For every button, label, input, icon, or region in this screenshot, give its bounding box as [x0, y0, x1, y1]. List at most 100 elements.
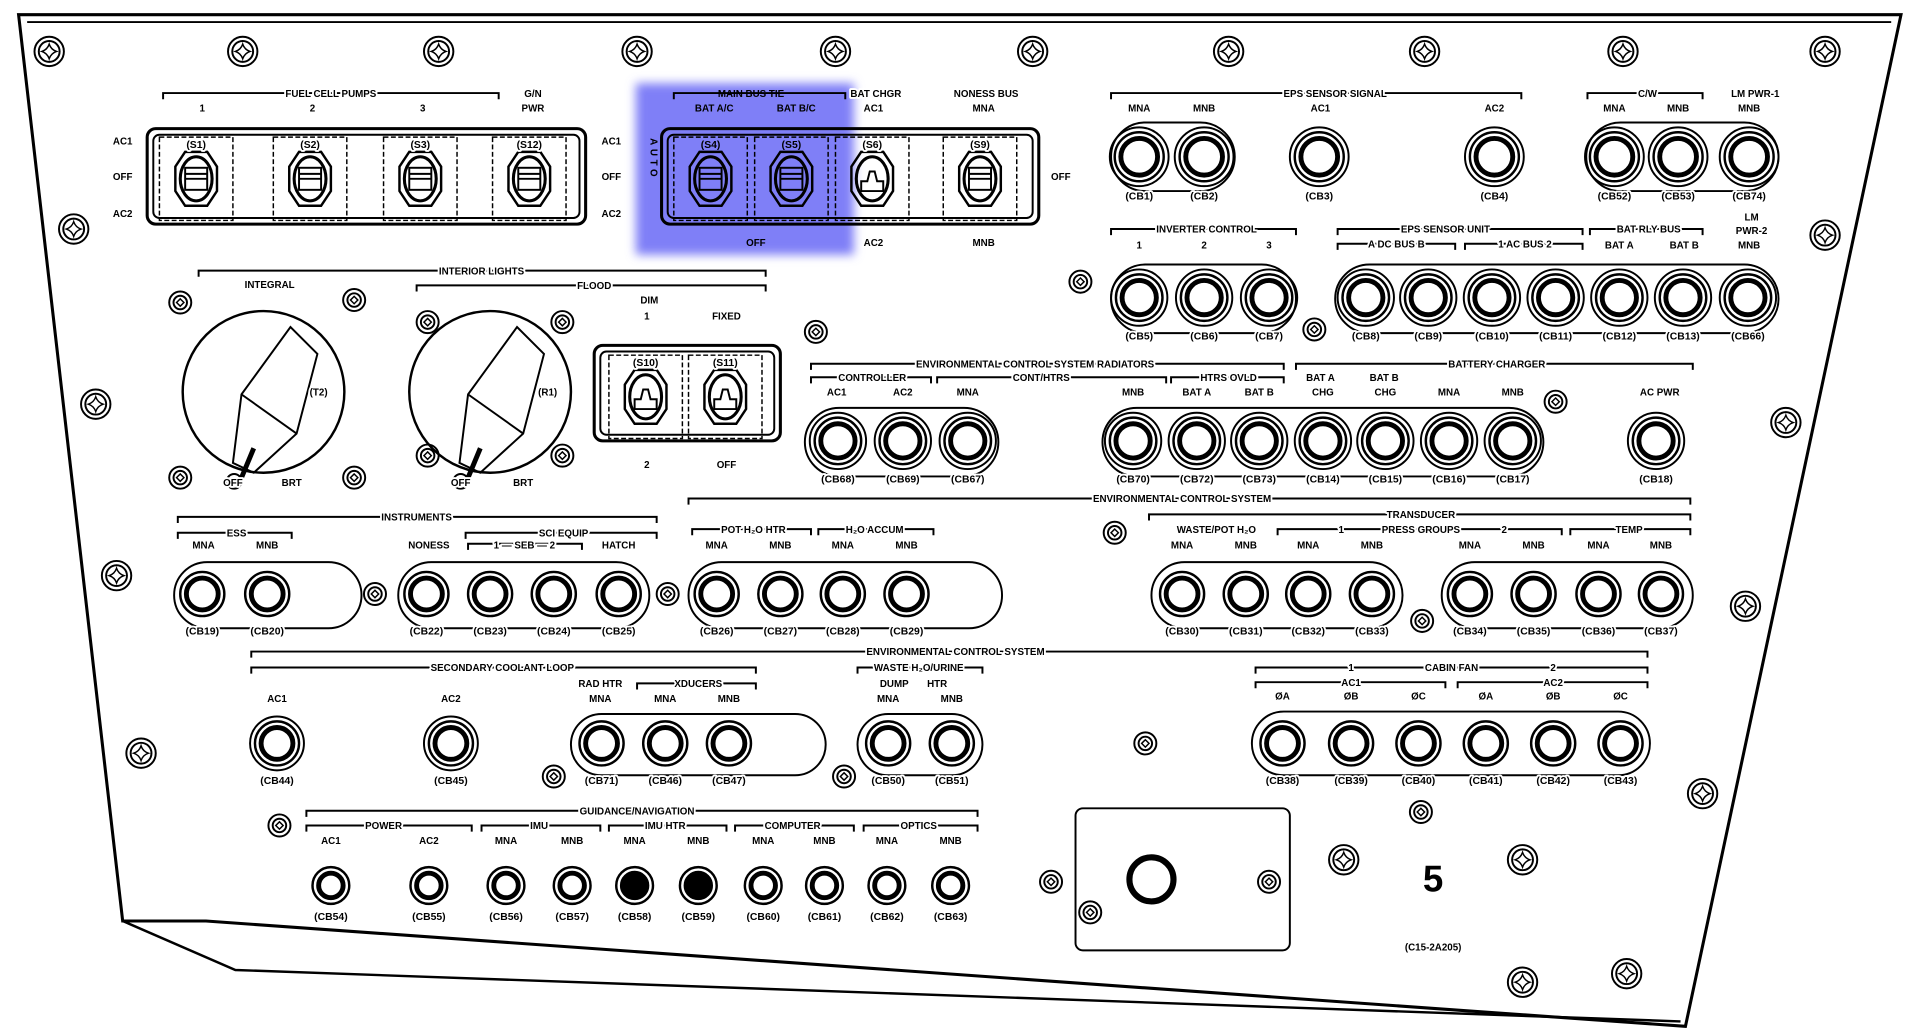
circuit-breaker-cb52[interactable]: (CB52) [1584, 126, 1645, 204]
breaker-id: (CB40) [1402, 776, 1436, 787]
circuit-breaker-cb58[interactable]: (CB58) [615, 865, 655, 925]
toggle-switch-s5[interactable]: (S5) [753, 136, 829, 222]
toggle-switch-s10[interactable]: (S10) [608, 354, 684, 440]
circuit-breaker-cb31[interactable]: (CB31) [1222, 570, 1270, 639]
circuit-breaker-cb33[interactable]: (CB33) [1348, 570, 1396, 639]
circuit-breaker-cb38[interactable]: (CB38) [1259, 720, 1306, 789]
circuit-breaker-cb22[interactable]: (CB22) [403, 570, 450, 639]
circuit-breaker-cb62[interactable]: (CB62) [867, 865, 907, 925]
integral-lights-dial[interactable] [181, 309, 346, 490]
circuit-breaker-cb12[interactable]: (CB12) [1590, 268, 1649, 344]
ecs-upper-h2o-accum-label: H₂O ACCUM [846, 525, 904, 536]
circuit-breaker-cb67[interactable]: (CB67) [938, 411, 997, 487]
circuit-breaker-cb63[interactable]: (CB63) [931, 865, 971, 925]
circuit-breaker-cb36[interactable]: (CB36) [1575, 570, 1622, 639]
interior-lights-dim-1-label: 1 [644, 312, 650, 323]
circuit-breaker-cb17[interactable]: (CB17) [1483, 411, 1542, 487]
circuit-breaker-cb66[interactable]: (CB66) [1718, 268, 1778, 344]
toggle-switch-s9[interactable]: (S9) [942, 136, 1018, 222]
circuit-breaker-cb56[interactable]: (CB56) [486, 865, 526, 925]
circuit-breaker-cb35[interactable]: (CB35) [1510, 570, 1557, 639]
circuit-breaker-cb11[interactable]: (CB11) [1526, 268, 1585, 344]
breaker-id: (CB6) [1190, 331, 1218, 342]
circuit-breaker-cb37[interactable]: (CB37) [1637, 570, 1685, 639]
circuit-breaker-cb29[interactable]: (CB29) [883, 570, 930, 639]
cabin-fan-fan1-label: 1 [1348, 663, 1354, 674]
circuit-breaker-cb23[interactable]: (CB23) [466, 570, 514, 639]
circuit-breaker-cb43[interactable]: (CB43) [1597, 720, 1644, 789]
flood-lights-dial[interactable] [408, 309, 573, 490]
circuit-breaker-cb44[interactable]: (CB44) [249, 715, 305, 789]
circuit-breaker-cb74[interactable]: (CB74) [1718, 126, 1780, 204]
guidance-navigation-cols-label: MNA [876, 836, 898, 847]
circuit-breaker-cb19[interactable]: (CB19) [179, 570, 226, 639]
circuit-breaker-cb10[interactable]: (CB10) [1462, 268, 1522, 344]
bat-chgr-up-label: AC1 [864, 103, 884, 114]
circuit-breaker-cb39[interactable]: (CB39) [1327, 720, 1375, 789]
circuit-breaker-cb2[interactable]: (CB2) [1173, 126, 1235, 204]
circuit-breaker-cb45[interactable]: (CB45) [422, 715, 479, 789]
toggle-switch-s6[interactable]: (S6) [834, 136, 910, 222]
circuit-breaker-cb1[interactable]: (CB1) [1108, 126, 1170, 204]
circuit-breaker-cb28[interactable]: (CB28) [819, 570, 867, 639]
breaker-group-outline [1334, 263, 1780, 335]
circuit-breaker-cb68[interactable]: (CB68) [808, 411, 868, 487]
circuit-breaker-cb69[interactable]: (CB69) [873, 411, 932, 487]
circuit-breaker-cb59[interactable]: (CB59) [678, 865, 718, 925]
circuit-breaker-cb25[interactable]: (CB25) [595, 570, 642, 639]
circuit-breaker-cb14[interactable]: (CB14) [1293, 411, 1353, 487]
circuit-breaker-cb15[interactable]: (CB15) [1356, 411, 1415, 487]
circuit-breaker-cb16[interactable]: (CB16) [1419, 411, 1479, 487]
guidance-navigation-imu-label: IMU [530, 821, 548, 832]
circuit-breaker-cb70[interactable]: (CB70) [1103, 411, 1163, 487]
circuit-breaker-cb72[interactable]: (CB72) [1167, 411, 1226, 487]
circuit-breaker-cb27[interactable]: (CB27) [757, 570, 804, 639]
circuit-breaker-cb47[interactable]: (CB47) [705, 720, 753, 789]
toggle-switch-s11[interactable]: (S11) [687, 354, 763, 440]
toggle-switch-s3[interactable]: (S3) [382, 136, 458, 222]
circuit-breaker-cb4[interactable]: (CB4) [1464, 126, 1525, 204]
circuit-breaker-cb6[interactable]: (CB6) [1174, 268, 1234, 344]
circuit-breaker-cb24[interactable]: (CB24) [530, 570, 578, 639]
circuit-breaker-cb40[interactable]: (CB40) [1395, 720, 1442, 789]
circuit-breaker-cb8[interactable]: (CB8) [1336, 268, 1395, 344]
circuit-breaker-cb46[interactable]: (CB46) [641, 720, 689, 789]
bracket-line [810, 362, 1285, 370]
circuit-breaker-cb61[interactable]: (CB61) [804, 865, 845, 925]
toggle-switch-s4[interactable]: (S4) [673, 136, 749, 222]
ecs-radiators-cols-label: BAT B [1245, 388, 1274, 399]
circuit-breaker-cb20[interactable]: (CB20) [243, 570, 291, 639]
circuit-breaker-cb3[interactable]: (CB3) [1288, 126, 1350, 204]
circuit-breaker-cb42[interactable]: (CB42) [1529, 720, 1577, 789]
circuit-breaker-cb73[interactable]: (CB73) [1230, 411, 1289, 487]
circuit-breaker-cb60[interactable]: (CB60) [743, 865, 783, 925]
circuit-breaker-cb13[interactable]: (CB13) [1653, 268, 1713, 344]
circuit-breaker-cb51[interactable]: (CB51) [928, 720, 976, 789]
breaker-group-outline [173, 561, 363, 630]
guidance-navigation-cols-label: MNA [495, 836, 517, 847]
circuit-breaker-cb32[interactable]: (CB32) [1284, 570, 1332, 639]
bracket-line [1110, 228, 1297, 236]
circuit-breaker-cb53[interactable]: (CB53) [1647, 126, 1709, 204]
interior-lights-flood-label: FLOOD [577, 281, 611, 292]
circuit-breaker-cb9[interactable]: (CB9) [1399, 268, 1458, 344]
circuit-breaker-cb54[interactable]: (CB54) [311, 865, 351, 925]
circuit-breaker-cb18[interactable]: (CB18) [1626, 411, 1686, 487]
toggle-switch-s12[interactable]: (S12) [491, 136, 567, 222]
screw-icon [267, 813, 292, 838]
circuit-breaker-cb41[interactable]: (CB41) [1462, 720, 1510, 789]
circuit-breaker-cb50[interactable]: (CB50) [864, 720, 912, 789]
ecs-upper-pot-h2o-htr-label: POT H₂O HTR [721, 525, 786, 536]
battery-charger-bat-a-label: BAT A [1306, 373, 1335, 384]
circuit-breaker-cb55[interactable]: (CB55) [409, 865, 449, 925]
circuit-breaker-cb26[interactable]: (CB26) [693, 570, 740, 639]
circuit-breaker-cb71[interactable]: (CB71) [578, 720, 625, 789]
cw-title-label: C/W [1638, 89, 1658, 100]
circuit-breaker-cb7[interactable]: (CB7) [1239, 268, 1299, 344]
circuit-breaker-cb57[interactable]: (CB57) [552, 865, 592, 925]
toggle-switch-s2[interactable]: (S2) [272, 136, 348, 222]
toggle-switch-s1[interactable]: (S1) [158, 136, 234, 222]
circuit-breaker-cb34[interactable]: (CB34) [1446, 570, 1494, 639]
circuit-breaker-cb5[interactable]: (CB5) [1110, 268, 1169, 344]
circuit-breaker-cb30[interactable]: (CB30) [1158, 570, 1206, 639]
